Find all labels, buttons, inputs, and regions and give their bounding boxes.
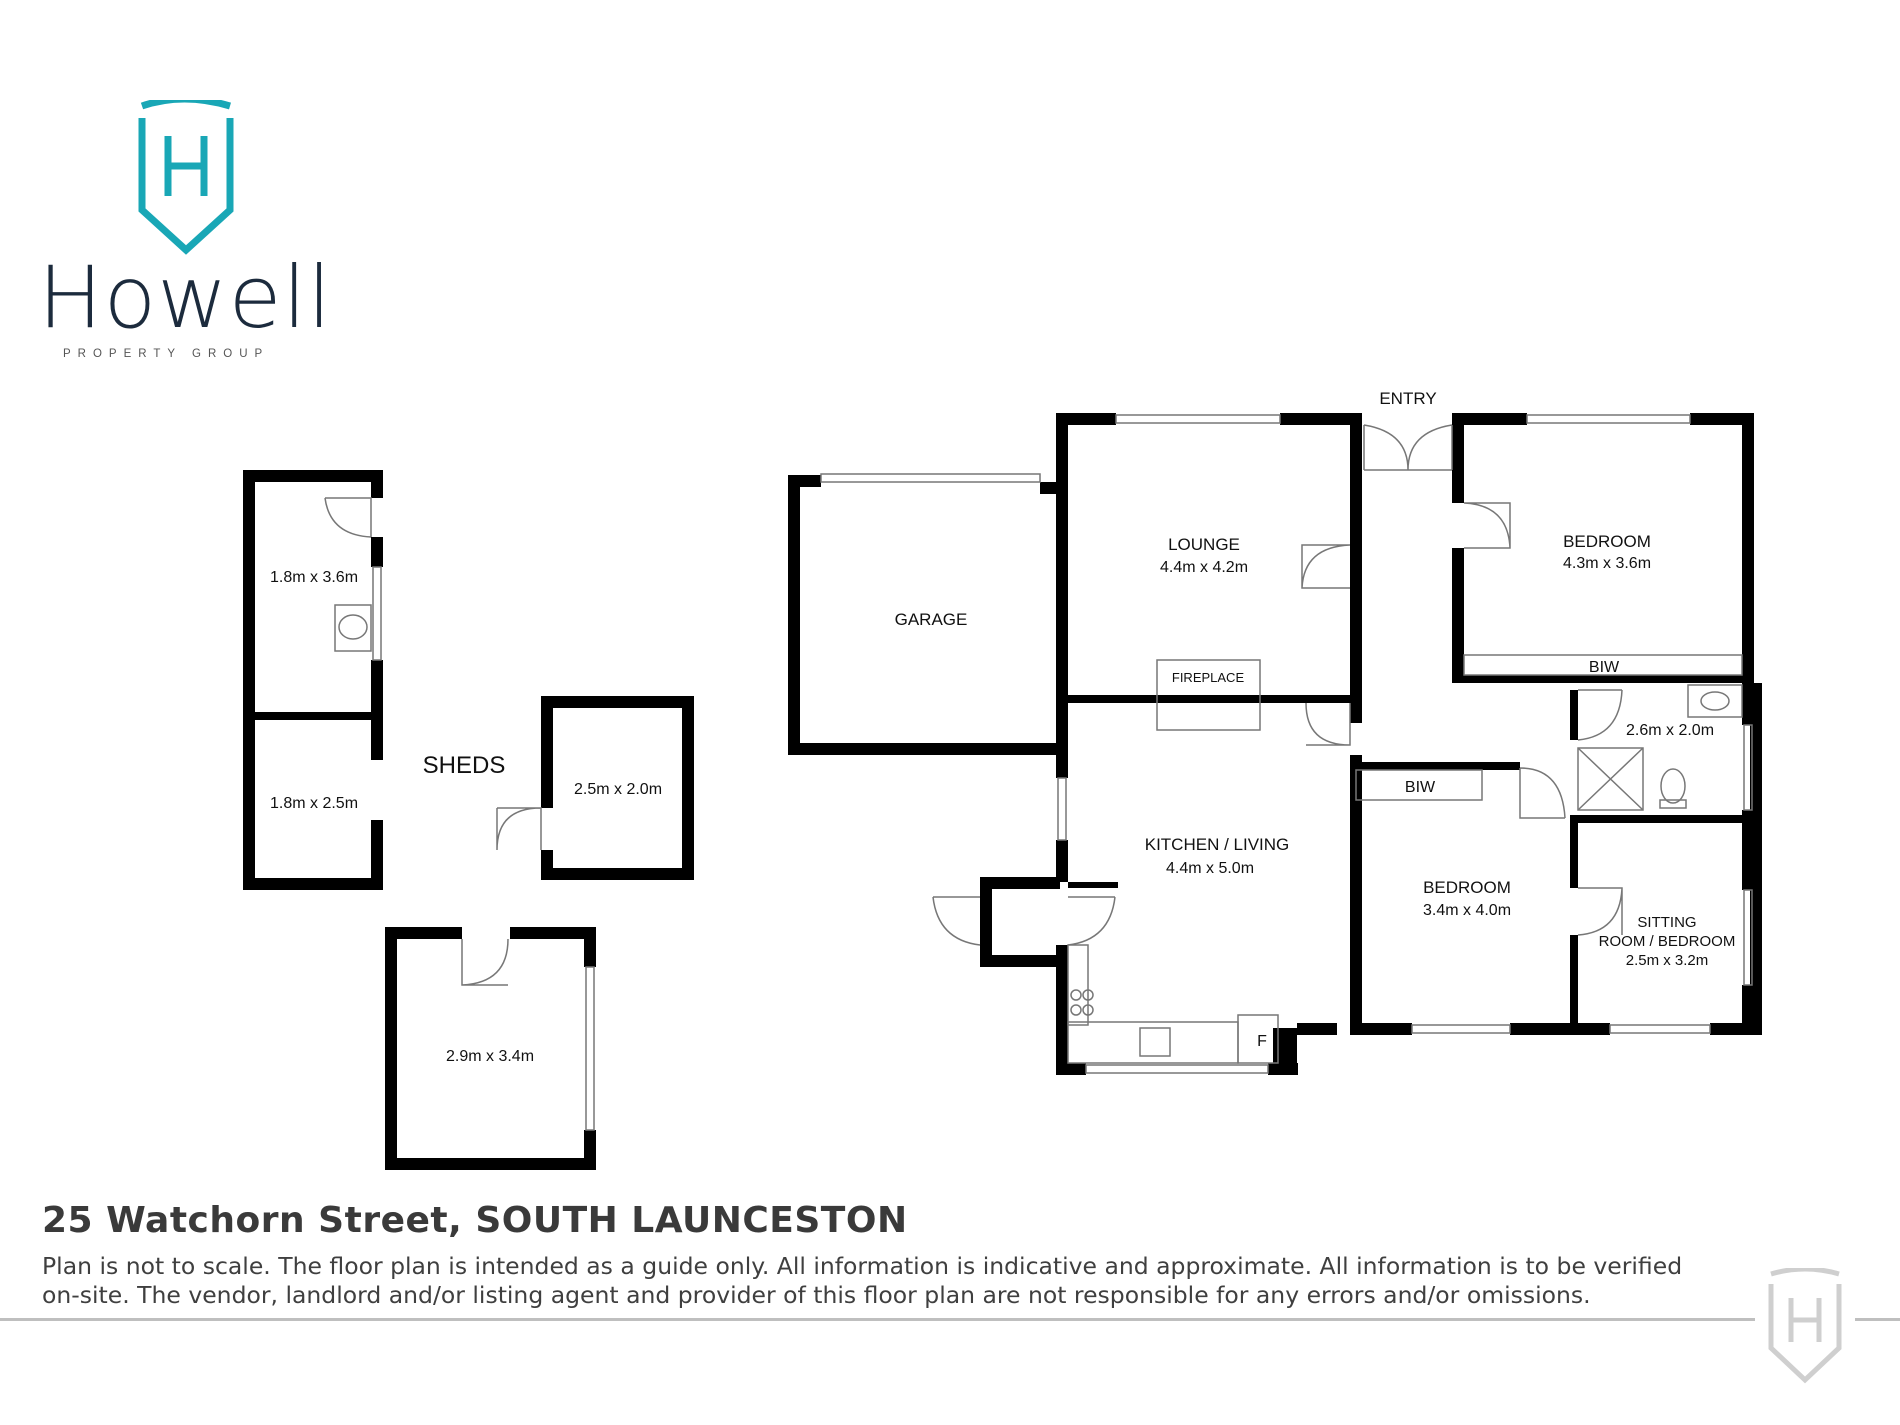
footer-divider [0,1318,1755,1321]
wall [1040,482,1058,494]
bedroom2-label: BEDROOM [1423,878,1511,897]
bathroom-size: 2.6m x 2.0m [1626,722,1714,739]
garage-label: GARAGE [895,610,968,629]
wall [510,927,596,939]
wall [1452,413,1527,425]
wall [584,927,596,967]
sheds-label: SHEDS [423,752,506,779]
wall [1452,548,1464,683]
wall [1062,695,1352,703]
bedroom1-size: 4.3m x 3.6m [1563,555,1651,572]
disclaimer: Plan is not to scale. The floor plan is … [42,1252,1683,1309]
wall [541,868,694,880]
howell-shield-logo [138,100,234,255]
wall [1056,1063,1086,1075]
wall [788,475,800,755]
footer-divider-right [1855,1318,1900,1321]
wall [980,877,1060,889]
wall [1280,413,1357,425]
wall [682,696,694,880]
wall [541,696,694,708]
wall [385,927,397,1170]
wall [1710,1023,1762,1035]
bedroom1-label: BEDROOM [1563,532,1651,551]
wall [371,820,383,890]
wall [541,850,553,880]
wall [1056,945,1068,1075]
brand-name: Howell [38,248,333,348]
biw1-label: BIW [1589,659,1620,676]
wall [1570,815,1750,823]
kitchen-label: KITCHEN / LIVING [1145,835,1290,854]
bedroom2-size: 3.4m x 4.0m [1423,902,1511,919]
lounge-label: LOUNGE [1168,535,1240,554]
shed4-size: 2.9m x 3.4m [446,1048,534,1065]
biw2-label: BIW [1405,779,1436,796]
wall [788,743,1058,755]
wall [1452,675,1754,683]
shed1-size: 1.8m x 3.6m [270,569,358,586]
wall [1350,1023,1412,1035]
wall [1350,762,1520,770]
wall [1570,935,1578,1035]
floor-plan: GARAGE LOUNGE 4.4m x 4.2m FIREPLACE ENTR… [243,389,1762,1170]
wall [1056,413,1116,425]
wall [1056,840,1068,882]
wall [1742,413,1754,683]
wall [371,537,383,567]
shed2-size: 1.8m x 2.5m [270,795,358,812]
sitting-label-line2: ROOM / BEDROOM [1599,933,1736,950]
wall [1510,1023,1610,1035]
wall [1570,690,1578,740]
wall [1068,882,1118,888]
sitting-label-line1: SITTING [1637,914,1696,931]
wall [1452,413,1464,503]
wall [980,955,1060,967]
wall [371,660,383,760]
wall [1690,413,1754,425]
wall [584,1130,596,1170]
wall [1570,818,1578,888]
kitchen-size: 4.4m x 5.0m [1166,860,1254,877]
wall [980,877,992,967]
wall [1750,683,1762,1035]
wall [385,1158,596,1170]
wall [385,927,462,939]
wall [788,475,821,487]
wall [371,470,383,498]
wall [541,696,553,808]
shed3-size: 2.5m x 2.0m [574,781,662,798]
wall [1350,755,1362,1035]
howell-watermark-icon [1768,1268,1842,1384]
lounge-size: 4.4m x 4.2m [1160,559,1248,576]
sitting-size: 2.5m x 3.2m [1626,952,1709,969]
wall [1268,1063,1298,1075]
wall [1350,413,1362,723]
wall [243,878,383,890]
fridge-label: F [1257,1033,1267,1050]
fireplace-label: FIREPLACE [1172,670,1245,685]
wall [243,470,383,482]
brand-subtitle: PROPERTY GROUP [63,348,270,360]
wall [1297,1023,1337,1035]
wall [255,712,371,720]
wall [243,470,255,890]
entry-label: ENTRY [1379,389,1436,408]
property-address: 25 Watchorn Street, SOUTH LAUNCESTON [42,1200,908,1241]
wall [1056,413,1068,778]
